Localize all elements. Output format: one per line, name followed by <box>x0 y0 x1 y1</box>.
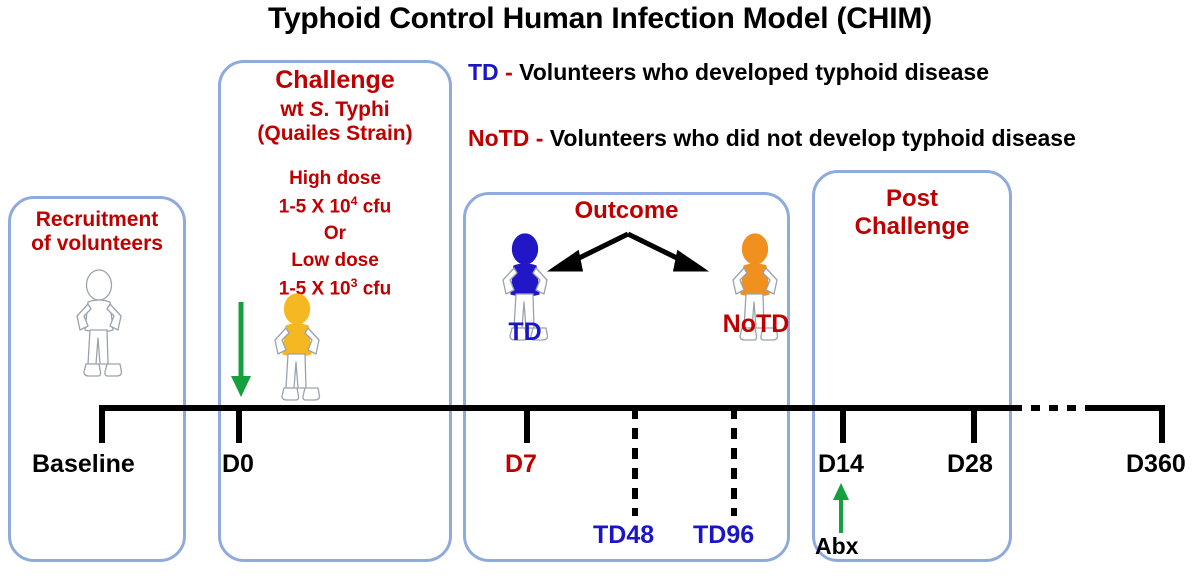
timeline-tick-d0 <box>236 405 242 443</box>
legend-text-td: Volunteers who developed typhoid disease <box>519 59 990 85</box>
phase-box-post-challenge <box>812 170 1012 562</box>
timeline-tick-d360 <box>1159 405 1165 443</box>
outcome-title: Outcome <box>574 197 679 224</box>
timeline-axis <box>99 405 1013 411</box>
abx-up-arrow-icon <box>828 481 854 535</box>
recruitment-title: Recruitment of volunteers <box>8 208 186 256</box>
challenge-high-dose-value-pre: 1-5 X 10 <box>278 196 351 218</box>
timeline-label-baseline: Baseline <box>32 450 135 478</box>
page-title: Typhoid Control Human Infection Model (C… <box>268 2 932 35</box>
timeline-tick-d28 <box>971 405 977 443</box>
timeline-label-td96: TD96 <box>693 521 755 549</box>
timeline-tick-d7 <box>524 405 530 443</box>
legend-abbr-td: TD <box>468 59 499 85</box>
challenge-organism-line: wt S. Typhi <box>218 98 452 122</box>
timeline-tick-baseline <box>99 405 105 443</box>
volunteer-figure-recruitment <box>66 268 132 380</box>
abx-label: Abx <box>815 533 859 559</box>
challenge-high-dose-exponent: 4 <box>350 193 358 208</box>
timeline-label-d7: D7 <box>505 450 537 478</box>
legend-row-notd: NoTD - Volunteers who did not develop ty… <box>468 125 1076 152</box>
timeline-tick-td96 <box>731 408 737 516</box>
timeline-label-d28: D28 <box>947 450 993 478</box>
volunteer-figure-notd <box>722 232 788 344</box>
volunteer-figure-td <box>492 232 558 344</box>
challenge-high-dose-label: High dose <box>289 168 381 189</box>
timeline-label-d14: D14 <box>818 450 864 478</box>
challenge-or: Or <box>323 223 347 245</box>
challenge-low-dose-label: Low dose <box>291 250 379 272</box>
challenge-organism-post: . Typhi <box>323 98 390 121</box>
phase-box-recruitment <box>8 196 186 562</box>
post-challenge-title-line1: Post <box>885 185 938 212</box>
challenge-organism: wt S. Typhi (Quailes Strain) <box>218 98 452 146</box>
phase-box-challenge <box>218 60 452 562</box>
challenge-high-dose-value: 1-5 X 104 cfu <box>218 193 452 221</box>
post-challenge-title: Post Challenge <box>812 185 1012 240</box>
recruitment-title-line2: of volunteers <box>31 232 163 256</box>
recruitment-title-line1: Recruitment <box>35 208 159 231</box>
legend-dash-notd: - <box>535 125 544 151</box>
legend-row-td: TD - Volunteers who developed typhoid di… <box>468 59 989 86</box>
volunteer-figure-challenge <box>264 292 330 404</box>
challenge-dose-block: High dose 1-5 X 104 cfu Or Low dose 1-5 … <box>218 166 452 304</box>
legend-abbr-notd: NoTD <box>468 125 530 151</box>
timeline-label-d0: D0 <box>222 450 254 478</box>
challenge-low-dose-exponent: 3 <box>350 276 358 291</box>
challenge-high-dose-value-post: cfu <box>357 196 392 218</box>
legend-dash-td: - <box>505 59 513 85</box>
challenge-organism-pre: wt <box>280 98 310 121</box>
timeline-label-d360: D360 <box>1126 450 1186 478</box>
timeline-label-td48: TD48 <box>593 521 655 549</box>
challenge-low-dose-value-post: cfu <box>357 278 392 300</box>
challenge-organism-genus: S <box>309 98 324 121</box>
phase-box-outcome <box>463 192 790 562</box>
outcome-label-td: TD <box>508 318 542 346</box>
outcome-label-notd: NoTD <box>722 310 790 338</box>
timeline-break-dotted <box>1013 405 1085 411</box>
legend-text-notd: Volunteers who did not develop typhoid d… <box>549 125 1076 151</box>
challenge-down-arrow-icon <box>226 300 256 400</box>
challenge-title: Challenge <box>275 66 395 94</box>
challenge-strain: (Quailes Strain) <box>257 122 413 146</box>
outcome-split-arrow-icon <box>545 228 711 278</box>
timeline-tick-d14 <box>840 405 846 443</box>
timeline-axis-tail <box>1085 405 1165 411</box>
timeline-tick-td48 <box>632 408 638 516</box>
post-challenge-title-line2: Challenge <box>854 212 970 240</box>
